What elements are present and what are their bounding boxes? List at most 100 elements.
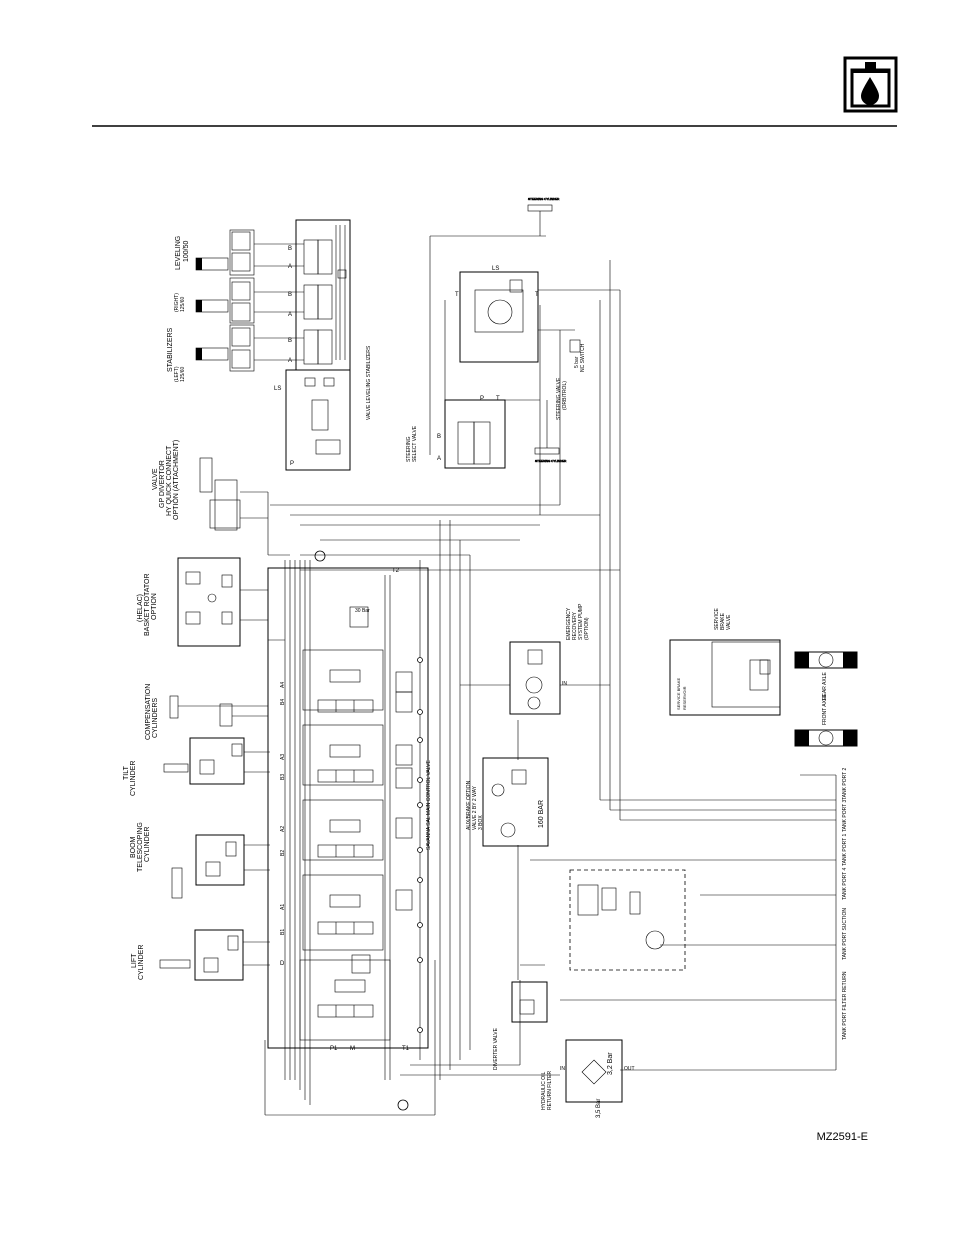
svg-text:A: A	[288, 358, 292, 364]
svg-text:RECOVERY: RECOVERY	[572, 611, 578, 640]
quick-connect-label: VALVE GP DIVERTOR HY QUICK CONNECT OPTIO…	[152, 440, 180, 520]
svg-text:CYLINDER: CYLINDER	[138, 945, 145, 980]
svg-text:LS: LS	[492, 266, 499, 272]
svg-text:FRONT AXLE: FRONT AXLE	[822, 693, 828, 725]
svg-text:TANK PORT 4: TANK PORT 4	[842, 868, 848, 900]
diverter-valve: DIVERTER VALVE	[493, 981, 548, 1070]
figure-id: MZ2591-E	[816, 1131, 868, 1143]
svg-text:VALVE: VALVE	[726, 614, 732, 630]
svg-text:TANK PORT 2: TANK PORT 2	[842, 768, 848, 800]
svg-text:OPTION: OPTION	[151, 593, 158, 620]
svg-text:BRAKE: BRAKE	[720, 612, 726, 630]
port-markers: B A B A B A LS P T2 T1 P1 M D T T LS B A…	[274, 246, 635, 1072]
svg-text:(LEFT): (LEFT)	[174, 366, 180, 382]
svg-text:DIVERTER VALVE: DIVERTER VALVE	[493, 1027, 499, 1070]
svg-text:3,5 Bar: 3,5 Bar	[596, 1099, 602, 1118]
svg-text:EMERGENCY: EMERGENCY	[566, 607, 572, 640]
emergency-pump: EMERGENCY RECOVERY SYSTEM PUMP (OPTION)	[509, 603, 590, 715]
svg-text:VALVE: VALVE	[152, 468, 159, 490]
svg-text:SYSTEM PUMP: SYSTEM PUMP	[578, 603, 584, 640]
basket-rotator	[177, 557, 285, 647]
tilt-label: TILT CYLINDER	[123, 761, 137, 796]
svg-text:BASKET ROTATOR: BASKET ROTATOR	[144, 574, 151, 637]
svg-text:A: A	[288, 312, 292, 318]
svg-text:GP DIVERTOR: GP DIVERTOR	[159, 460, 166, 508]
main-valve-label: SAVANNA SAL MAIN CONTROL VALVE	[426, 759, 432, 850]
hydraulic-oil-icon	[843, 56, 898, 113]
svg-text:IN: IN	[562, 681, 567, 687]
stabilizers-label: STABILIZERS (RIGHT) 125/60 (LEFT) 125/60	[167, 293, 186, 382]
svg-text:(HELAC): (HELAC)	[137, 594, 144, 622]
rear-axle: REAR AXLE	[794, 651, 858, 700]
svg-text:B: B	[288, 246, 292, 252]
svg-text:B4: B4	[280, 699, 286, 705]
svg-text:A: A	[288, 264, 292, 270]
svg-text:T1: T1	[402, 1046, 410, 1052]
svg-text:HYDRAULIC OIL: HYDRAULIC OIL	[541, 1071, 547, 1110]
svg-text:5 bar: 5 bar	[574, 356, 580, 368]
lift-label: LIFT CYLINDER	[131, 945, 145, 980]
svg-text:TILT: TILT	[123, 765, 130, 780]
svg-text:VALVE 2 BY 2 WAY: VALVE 2 BY 2 WAY	[472, 785, 478, 830]
svg-text:HY QUICK CONNECT: HY QUICK CONNECT	[166, 445, 173, 516]
svg-text:STEERING: STEERING	[406, 436, 412, 462]
service-brake: SERVICE BRAKE VALVE SERVICE BRAKE RESERV…	[669, 607, 781, 716]
svg-text:B2: B2	[280, 850, 286, 856]
aux-valve: 160 BAR AUX/BRAKE OPTION VALVE 2 BY 2 WA…	[466, 757, 549, 847]
svg-text:LS: LS	[274, 386, 281, 392]
svg-text:160 BAR: 160 BAR	[538, 800, 545, 828]
svg-text:OPTION (ATTACHMENT): OPTION (ATTACHMENT)	[173, 440, 180, 520]
svg-text:STEERING VALVE: STEERING VALVE	[556, 377, 562, 420]
svg-text:125/60: 125/60	[180, 296, 186, 312]
svg-text:REAR AXLE: REAR AXLE	[822, 672, 828, 700]
svg-text:CYLINDER: CYLINDER	[144, 827, 151, 862]
svg-text:3 BOX: 3 BOX	[478, 815, 484, 830]
svg-text:TANK PORT 3: TANK PORT 3	[842, 800, 848, 832]
svg-text:A: A	[437, 456, 441, 462]
svg-text:T: T	[535, 292, 539, 298]
svg-text:P1: P1	[330, 1046, 338, 1052]
svg-text:TANK PORT 1: TANK PORT 1	[842, 834, 848, 866]
stabilizer-valve-block: VALVE LEVELING STABILIZERS	[285, 219, 372, 471]
svg-text:SERVICE BRAKE: SERVICE BRAKE	[676, 678, 681, 710]
front-axle: FRONT AXLE	[794, 693, 858, 747]
pump-assembly	[569, 869, 686, 971]
svg-text:NC SWITCH: NC SWITCH	[580, 343, 586, 372]
svg-text:100/50: 100/50	[183, 240, 190, 262]
svg-text:A4: A4	[280, 682, 286, 688]
svg-text:TANK PORT SUCTION: TANK PORT SUCTION	[842, 908, 848, 960]
tank-port-labels: TANK PORT 2 TANK PORT 3 TANK PORT 1 TANK…	[842, 768, 848, 1040]
valve-leveling-label: VALVE LEVELING STABILIZERS	[366, 345, 372, 420]
svg-text:3,2 Bar: 3,2 Bar	[607, 1052, 614, 1075]
svg-text:125/60: 125/60	[180, 366, 186, 382]
svg-text:TANK PORT FILTER RETURN: TANK PORT FILTER RETURN	[842, 971, 848, 1040]
svg-text:STEERING CYLINDER: STEERING CYLINDER	[535, 459, 567, 463]
tilt-cylinder	[163, 737, 270, 785]
svg-text:RESERVOIR: RESERVOIR	[682, 686, 687, 710]
return-lines	[270, 260, 837, 1080]
svg-text:CYLINDER: CYLINDER	[130, 761, 137, 796]
svg-text:SERVICE: SERVICE	[714, 607, 720, 630]
svg-text:T2: T2	[392, 568, 400, 574]
compensation-label: COMPENSATION CYLINDERS	[145, 684, 159, 740]
svg-text:AUX/BRAKE OPTION: AUX/BRAKE OPTION	[466, 780, 472, 830]
steering-cylinder-bottom: STEERING CYLINDER	[534, 400, 567, 463]
basket-rotator-label: (HELAC) BASKET ROTATOR OPTION	[137, 574, 158, 637]
main-control-valve: SAVANNA SAL MAIN CONTROL VALVE	[264, 550, 436, 1116]
svg-text:A2: A2	[280, 826, 286, 832]
svg-text:OUT: OUT	[624, 1066, 635, 1072]
steering-select-valve: STEERING SELECT VALVE	[406, 300, 540, 469]
leveling-label: LEVELING 100/50	[175, 236, 190, 270]
svg-text:COMPENSATION: COMPENSATION	[145, 684, 152, 740]
svg-text:(OPTION): (OPTION)	[584, 617, 590, 640]
svg-text:A3: A3	[280, 754, 286, 760]
compensation-cylinders	[169, 690, 269, 740]
svg-text:M: M	[350, 1046, 355, 1052]
svg-text:B: B	[288, 292, 292, 298]
svg-text:T: T	[496, 396, 500, 402]
svg-text:T: T	[455, 292, 459, 298]
svg-text:CYLINDERS: CYLINDERS	[152, 698, 159, 738]
svg-text:BOOM: BOOM	[130, 836, 137, 858]
svg-text:(ORBITROL): (ORBITROL)	[562, 381, 568, 410]
